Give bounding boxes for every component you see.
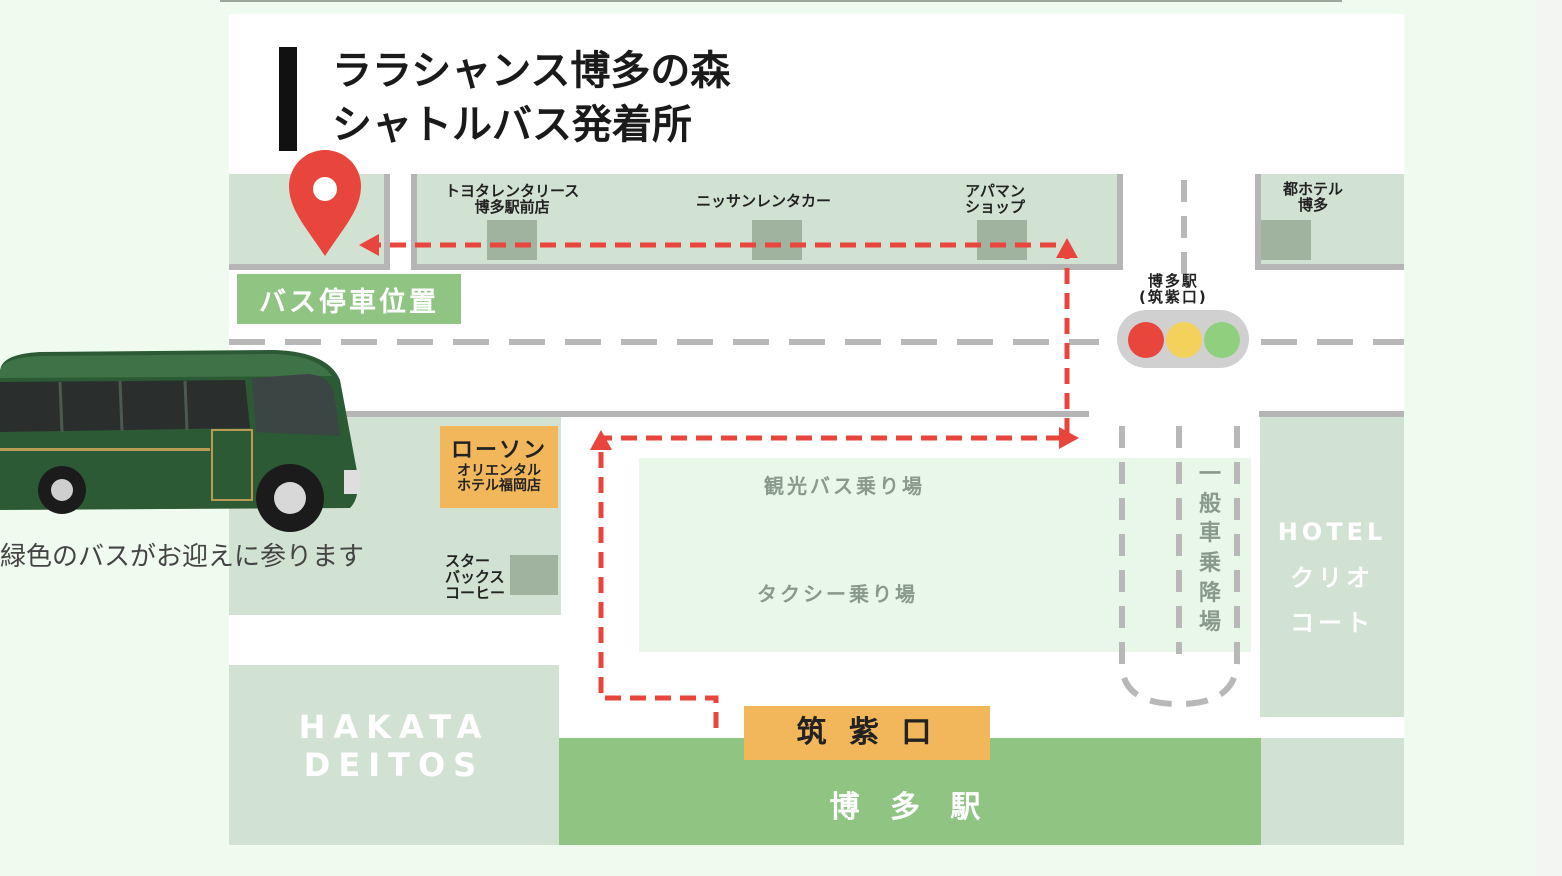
- label-general-car: 一 般 車 乗 降 場: [1199, 462, 1222, 636]
- label-hakata-chikushi: 博多駅 (筑紫口): [1139, 272, 1208, 306]
- bus-door: [211, 429, 253, 501]
- building-miyako: [1261, 220, 1311, 260]
- building-apaman: [977, 220, 1027, 260]
- traffic-light-green: [1204, 322, 1240, 358]
- building-nissan: [752, 220, 802, 260]
- plaza-area: [639, 458, 1251, 652]
- label-starbucks: スター バックス コーヒー: [445, 552, 506, 602]
- road-edge-east: [1259, 411, 1404, 417]
- bus-stop-label: バス停車位置: [259, 287, 439, 318]
- shuttle-route-path: [369, 242, 1070, 728]
- bus-stop-label-box: [237, 274, 461, 324]
- label-miyako: 都ホテル 博多: [1283, 180, 1344, 214]
- traffic-light-yellow: [1166, 322, 1202, 358]
- green-shuttle-bus-image: [0, 350, 360, 532]
- bus-headlight: [344, 470, 360, 494]
- lawson-sub: オリエンタル ホテル福岡店: [457, 463, 541, 495]
- lawson-name: ローソン: [450, 438, 547, 463]
- label-hotel-clio: HOTEL クリオ コート: [1277, 518, 1387, 638]
- map-pin-icon: [289, 150, 361, 256]
- label-taxi: タクシー乗り場: [757, 582, 918, 606]
- map-title: ララシャンス博多の森 シャトルバス発着所: [332, 44, 730, 152]
- road-center-line: [229, 339, 1099, 345]
- lawson-tag: ローソン オリエンタル ホテル福岡店: [440, 426, 558, 508]
- label-deitos: HAKATA DEITOS: [298, 708, 490, 785]
- label-toyota: トヨタレンタリース 博多駅前店: [445, 182, 580, 216]
- traffic-light-red: [1128, 322, 1164, 358]
- bus-window-pillar: [58, 381, 64, 433]
- bus-windows: [0, 380, 250, 432]
- route-arrow-north-1: [590, 430, 612, 450]
- block-deitos: [229, 665, 559, 845]
- building-toyota: [487, 220, 537, 260]
- bus-rear-hub: [51, 479, 73, 501]
- route-overlay: [289, 150, 1240, 728]
- route-arrow-west: [359, 234, 379, 256]
- title-line-1: ララシャンス博多の森: [332, 48, 731, 94]
- label-hakata-station: 博 多 駅: [829, 790, 991, 825]
- title-accent-bar: [279, 47, 297, 151]
- general-car-lane-outline: [1119, 426, 1240, 708]
- access-map: ララシャンス博多の森 シャトルバス発着所 トヨタレンタリース 博多駅前店 ニッサ…: [229, 14, 1404, 845]
- bus-trim-line: [0, 448, 210, 451]
- label-apaman: アパマン ショップ: [965, 182, 1026, 216]
- top-divider: [220, 0, 1342, 2]
- chikushi-exit-tag: 筑 紫 口: [744, 706, 990, 760]
- label-nissan: ニッサンレンタカー: [696, 192, 832, 210]
- block-hotel-clio: [1260, 417, 1404, 717]
- road-line-north: [1181, 180, 1187, 280]
- bus-front-hub: [274, 482, 306, 514]
- building-starbucks: [510, 555, 558, 595]
- title-line-2: シャトルバス発着所: [332, 102, 692, 148]
- road-center-line-east: [1261, 339, 1404, 345]
- road-edge: [229, 411, 1089, 417]
- route-arrow-north-2: [1056, 238, 1078, 258]
- bus-window-pillar: [118, 380, 124, 432]
- bus-windshield: [252, 374, 340, 436]
- route-arrow-east: [1059, 427, 1079, 449]
- bus-caption: 緑色のバスがお迎えに参ります: [0, 542, 365, 572]
- page-right-strip: [1536, 0, 1562, 876]
- label-tour-bus: 観光バス乗り場: [764, 474, 925, 498]
- station-annex: [1261, 738, 1404, 845]
- bus-window-pillar: [183, 380, 189, 431]
- bus-roof-highlight: [0, 354, 332, 378]
